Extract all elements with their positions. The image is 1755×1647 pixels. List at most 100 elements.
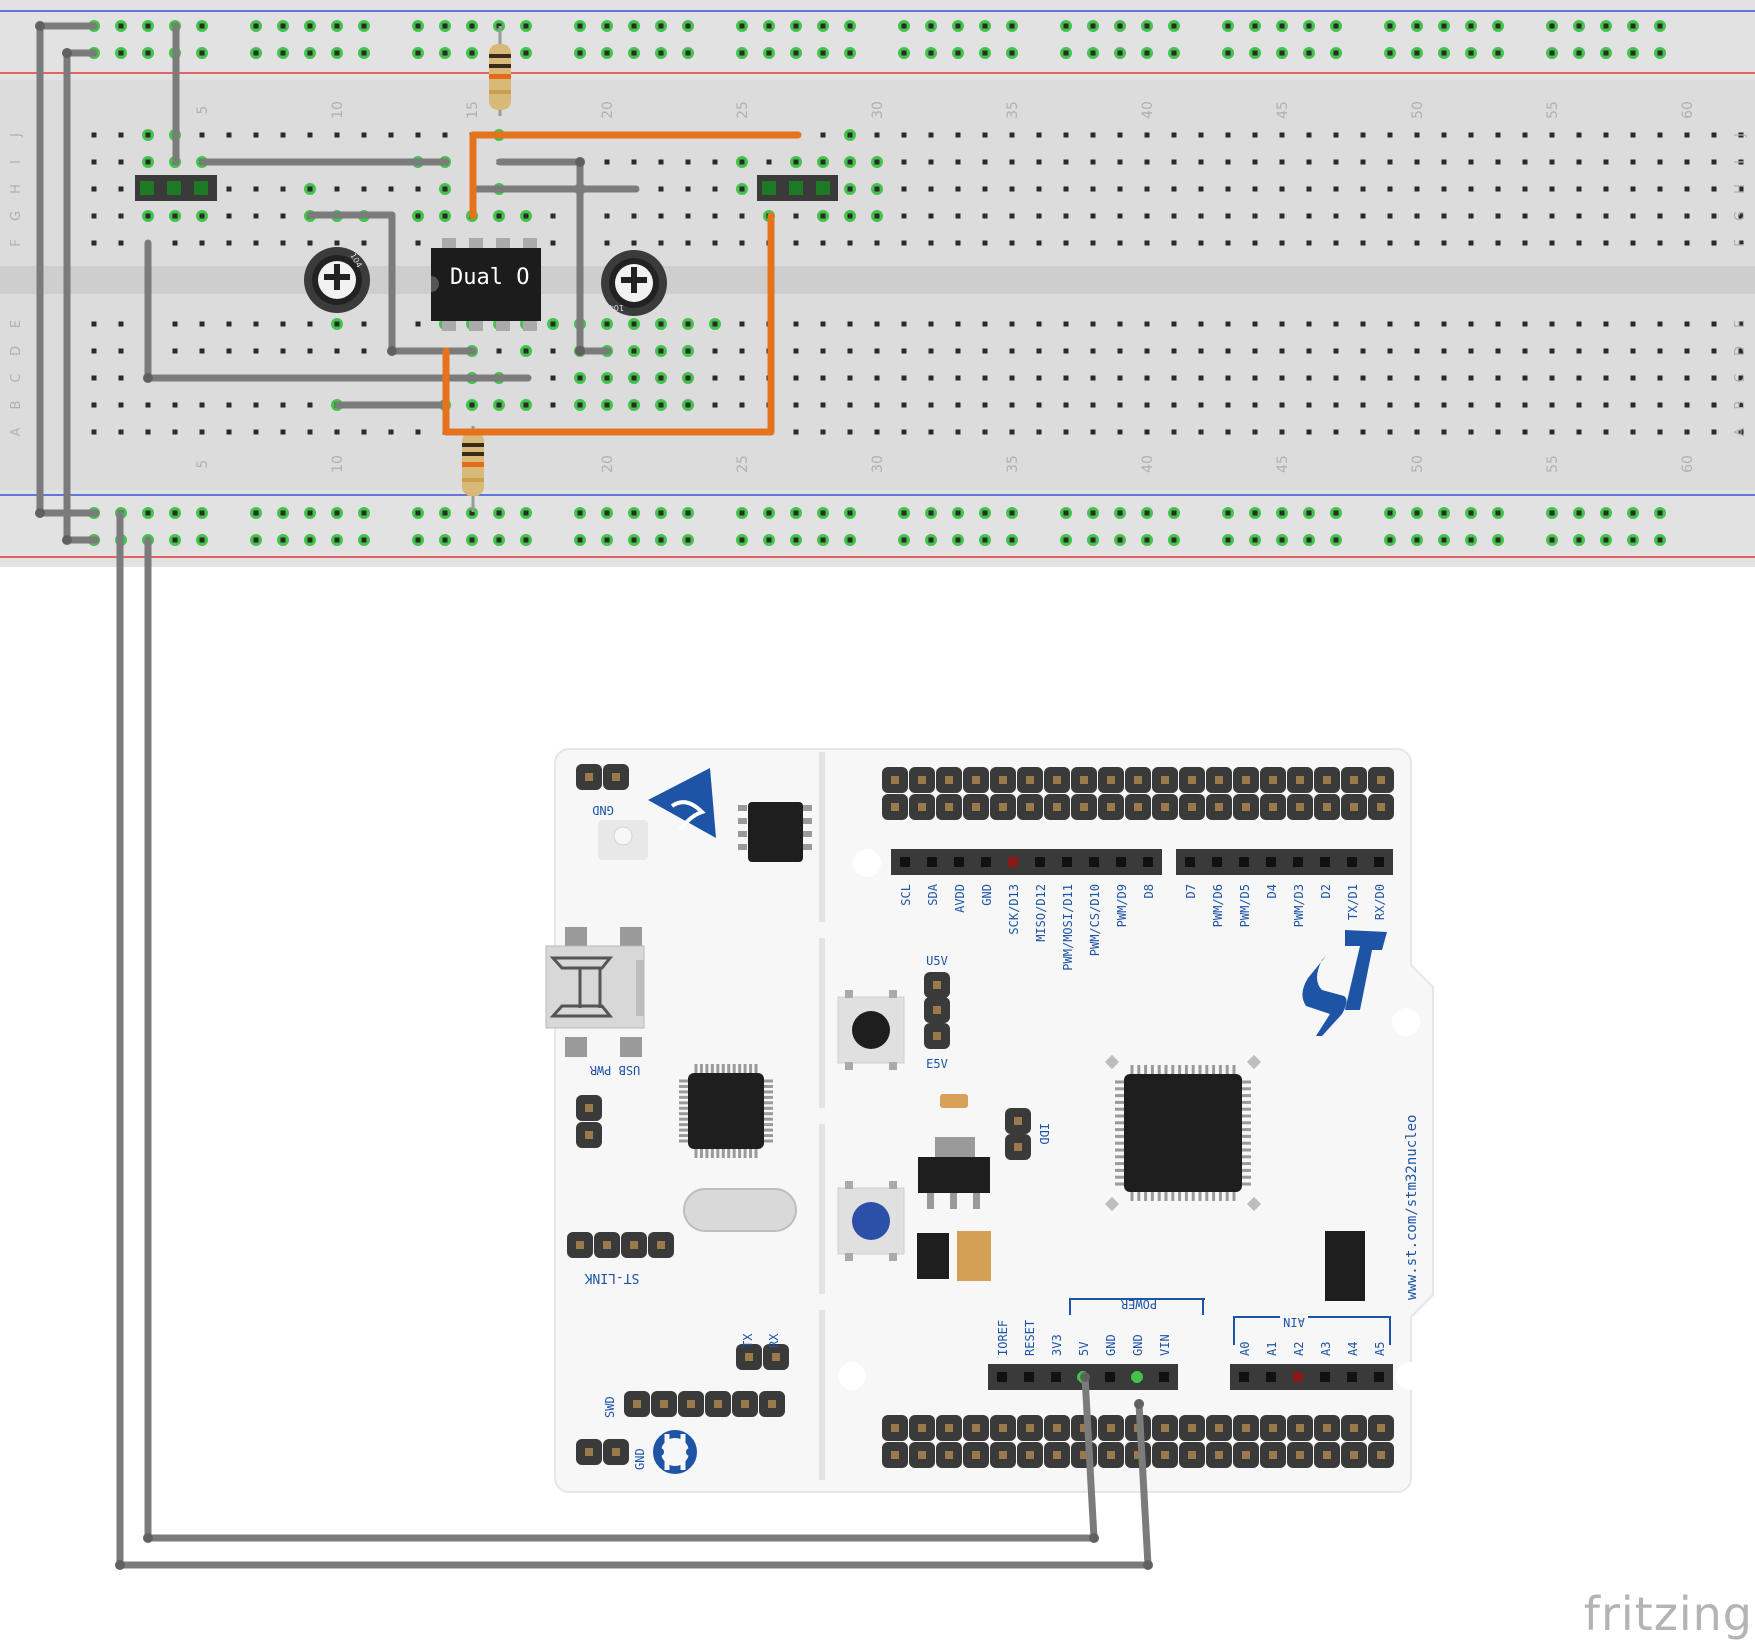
row-letter: E — [1733, 320, 1748, 328]
usb-connector-icon — [545, 927, 645, 1057]
usb-pwr-label: USB PWR — [589, 1063, 640, 1077]
row-letter: A — [1733, 427, 1748, 436]
column-number: 60 — [1680, 455, 1696, 473]
column-number: 5 — [195, 106, 211, 115]
pin-label: GND — [1104, 1334, 1118, 1356]
ic-label: Dual O — [450, 265, 529, 290]
column-number: 5 — [195, 460, 211, 469]
pin-label: PWM/D6 — [1211, 884, 1225, 927]
pin-label: PWM/D5 — [1238, 884, 1252, 927]
pin-label: RX/D0 — [1373, 884, 1387, 920]
swd-logo-icon — [653, 1430, 697, 1474]
capacitor-icon — [957, 1231, 991, 1281]
pin-label: SDA — [926, 883, 940, 905]
pin-label: GND — [980, 884, 994, 906]
row-letter: H — [1733, 184, 1748, 194]
pin-label: 5V — [1077, 1342, 1091, 1356]
row-letter: C — [1733, 373, 1748, 382]
row-letter: F — [9, 239, 24, 246]
dual-opamp-ic: Dual O — [431, 238, 541, 331]
row-letter: J — [1733, 133, 1748, 138]
pin-label: AVDD — [953, 884, 967, 913]
row-letter: I — [1733, 160, 1748, 164]
pin-label: PWM/CS/D10 — [1088, 884, 1102, 956]
user-button-icon — [837, 1181, 905, 1261]
pin-label: IOREF — [996, 1320, 1010, 1356]
column-number: 55 — [1545, 455, 1561, 473]
pin-label: PWM/D9 — [1115, 884, 1129, 927]
pin-label: VIN — [1158, 1334, 1172, 1356]
stlink-mcu-chip-icon — [679, 1064, 773, 1158]
tx-label: TX — [741, 1333, 755, 1348]
swd-label: SWD — [603, 1396, 617, 1418]
pin-label: SCL — [899, 884, 913, 906]
row-letter: H — [9, 184, 24, 194]
u5v-label: U5V — [926, 954, 948, 968]
capacitor-icon — [940, 1094, 968, 1108]
row-letter: E — [9, 320, 24, 328]
column-number: 40 — [1140, 455, 1156, 473]
trimpot-left: 104 — [304, 247, 370, 313]
pin-label: 3V3 — [1050, 1334, 1064, 1356]
pin-label: PWM/MOSI/D11 — [1061, 884, 1075, 971]
fritzing-watermark: fritzing — [1583, 1587, 1753, 1641]
gnd-bottom-label: GND — [633, 1448, 647, 1470]
resistor-top — [489, 26, 511, 116]
center-channel — [0, 266, 1755, 294]
column-number: 10 — [330, 101, 346, 119]
column-number: 45 — [1275, 455, 1291, 473]
st-link-label: ST-LINK — [584, 1270, 639, 1285]
gray-wires — [36, 22, 1152, 1569]
column-number: 40 — [1140, 101, 1156, 119]
column-number: 50 — [1410, 455, 1426, 473]
column-number: 25 — [735, 101, 751, 119]
column-number: 50 — [1410, 101, 1426, 119]
morpho-headers — [882, 767, 1394, 1468]
pin-label: TX/D1 — [1346, 884, 1360, 920]
column-number: 30 — [870, 101, 886, 119]
column-number: 45 — [1275, 101, 1291, 119]
pin-label: A0 — [1238, 1342, 1252, 1356]
pin-label: SCK/D13 — [1007, 884, 1021, 935]
power-pin-labels: IOREF RESET 3V3 5V GND GND VIN — [996, 1320, 1172, 1356]
row-letter: F — [1733, 239, 1748, 246]
e5v-label: E5V — [926, 1057, 948, 1071]
row-letter: J — [9, 133, 24, 138]
pin-label: RESET — [1023, 1320, 1037, 1356]
capacitor-icon — [917, 1233, 949, 1279]
gnd-top-label: GND — [592, 803, 614, 817]
pin-label: D4 — [1265, 884, 1279, 898]
ain-title: AIN — [1283, 1315, 1305, 1329]
pin-label: A5 — [1373, 1342, 1387, 1356]
header-labels-left: SCL SDA AVDD GND SCK/D13 MISO/D12 PWM/MOSI/D11… — [899, 883, 1156, 970]
row-letter: G — [9, 211, 24, 221]
column-number: 35 — [1005, 101, 1021, 119]
small-jumpers — [567, 764, 1031, 1465]
pin-label: A3 — [1319, 1342, 1333, 1356]
row-letter: D — [9, 346, 24, 356]
column-number: 15 — [465, 101, 481, 119]
rx-label: RX — [767, 1333, 781, 1348]
trimpot-right: 104 — [601, 250, 667, 316]
ain-bracket — [1233, 1316, 1391, 1345]
component-icon — [1325, 1231, 1365, 1301]
eeprom-chip-icon — [738, 802, 812, 862]
row-letter: G — [1733, 211, 1748, 221]
resistor-bottom — [462, 426, 484, 512]
pin-label: A4 — [1346, 1342, 1360, 1356]
pin-header-right — [757, 175, 838, 201]
row-letter: C — [9, 373, 24, 382]
pin-label: MISO/D12 — [1034, 884, 1048, 942]
pin-label: GND — [1131, 1334, 1145, 1356]
row-letter: D — [1733, 346, 1748, 356]
breadboard: 5510101515202025253030353540404545505055… — [0, 0, 1755, 567]
row-letter: A — [9, 427, 24, 436]
column-numbers: 5510101515202025253030353540404545505055… — [195, 101, 1696, 473]
pin-header-left — [135, 175, 217, 201]
voltage-regulator-icon — [918, 1137, 990, 1209]
wire-ends — [35, 21, 1153, 1570]
